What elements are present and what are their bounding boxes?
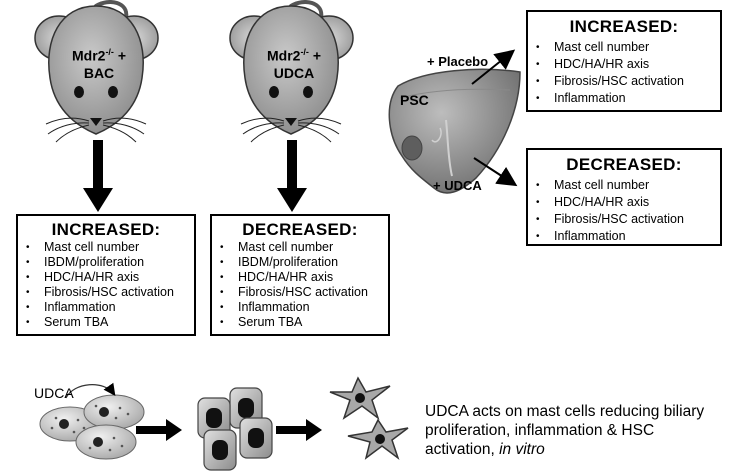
list-item: Inflammation: [212, 300, 388, 315]
udca-results-title: DECREASED:: [242, 220, 358, 239]
in-vitro-arrow-2: [276, 419, 322, 441]
udca-treatment-label: + UDCA: [433, 178, 482, 193]
list-item: Fibrosis/HSC activation: [528, 73, 720, 90]
udca-results-box: DECREASED: Mast cell number IBDM/prolife…: [210, 214, 390, 336]
down-arrow-bac: [83, 140, 113, 212]
list-item: Inflammation: [528, 90, 720, 107]
list-item: Inflammation: [18, 300, 194, 315]
psc-udca-results-title: DECREASED:: [566, 155, 682, 174]
list-item: Mast cell number: [528, 177, 720, 194]
psc-udca-results-list: Mast cell number HDC/HA/HR axis Fibrosis…: [528, 177, 720, 245]
placebo-results-title: INCREASED:: [569, 17, 679, 36]
bac-results-title: INCREASED:: [51, 220, 161, 239]
psc-label: PSC: [400, 92, 429, 108]
list-item: Serum TBA: [18, 315, 194, 330]
placebo-label: + Placebo: [427, 54, 489, 69]
psc-udca-results-box: DECREASED: Mast cell number HDC/HA/HR ax…: [526, 148, 722, 246]
mouse-udca-label: Mdr2-/- + UDCA: [266, 47, 322, 81]
list-item: HDC/HA/HR axis: [212, 270, 388, 285]
list-item: Fibrosis/HSC activation: [18, 285, 194, 300]
list-item: IBDM/proliferation: [212, 255, 388, 270]
mouse-bac-label: Mdr2-/- + BAC: [71, 47, 127, 81]
mast-cells-illustration: [39, 382, 145, 460]
placebo-results-box: INCREASED: Mast cell number HDC/HA/HR ax…: [526, 10, 722, 112]
list-item: Inflammation: [528, 228, 720, 245]
list-item: Mast cell number: [212, 240, 388, 255]
list-item: IBDM/proliferation: [18, 255, 194, 270]
in-vitro-arrow-1: [136, 419, 182, 441]
list-item: HDC/HA/HR axis: [528, 56, 720, 73]
list-item: HDC/HA/HR axis: [18, 270, 194, 285]
hsc-illustration: [329, 376, 409, 461]
bac-results-list: Mast cell number IBDM/proliferation HDC/…: [18, 240, 194, 330]
list-item: Mast cell number: [18, 240, 194, 255]
cholangiocytes-illustration: [197, 387, 273, 471]
list-item: Fibrosis/HSC activation: [528, 211, 720, 228]
list-item: Mast cell number: [528, 39, 720, 56]
placebo-results-list: Mast cell number HDC/HA/HR axis Fibrosis…: [528, 39, 720, 107]
list-item: HDC/HA/HR axis: [528, 194, 720, 211]
in-vitro-udca-label: UDCA: [34, 385, 74, 401]
liver-illustration: [388, 68, 521, 194]
down-arrow-udca: [277, 140, 307, 212]
in-vitro-caption: UDCA acts on mast cells reducing biliary…: [425, 403, 705, 458]
placebo-arrow: [471, 49, 516, 85]
list-item: Fibrosis/HSC activation: [212, 285, 388, 300]
bac-results-box: INCREASED: Mast cell number IBDM/prolife…: [16, 214, 196, 336]
udca-results-list: Mast cell number IBDM/proliferation HDC/…: [212, 240, 388, 330]
list-item: Serum TBA: [212, 315, 388, 330]
udca-arrow: [473, 157, 518, 187]
